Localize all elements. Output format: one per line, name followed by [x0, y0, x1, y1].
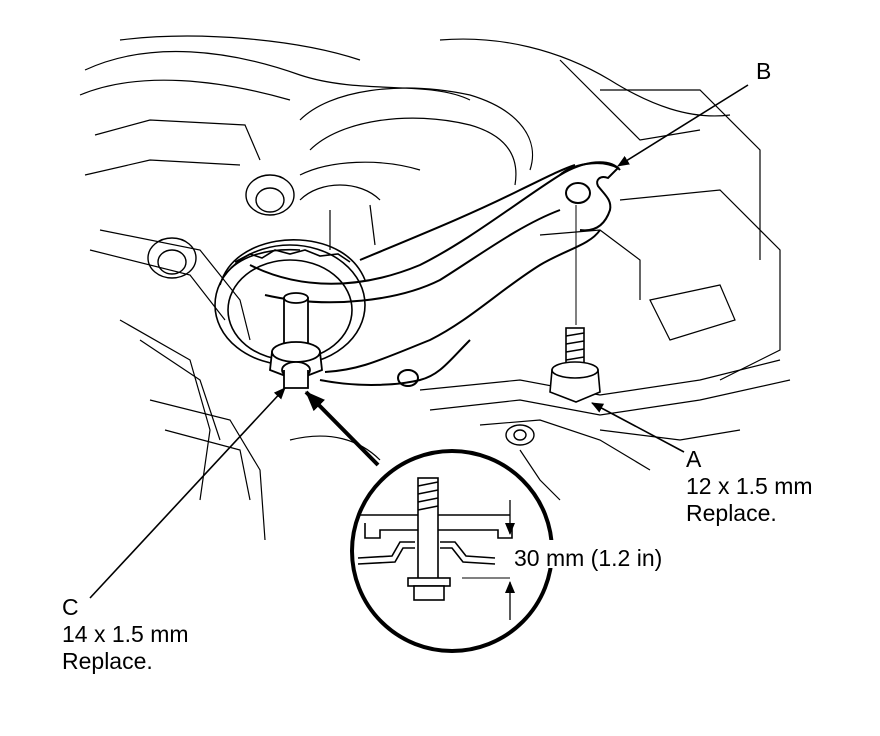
dimension-label: 30 mm (1.2 in) [514, 545, 663, 571]
upper-arm [249, 161, 621, 387]
callout-c-letter: C [62, 594, 79, 620]
chassis-background [79, 35, 791, 541]
callout-c-note: Replace. [62, 648, 153, 674]
callout-a-letter: A [686, 446, 702, 472]
detail-view [350, 449, 560, 653]
callout-a-size: 12 x 1.5 mm [686, 473, 813, 499]
callout-b-letter: B [756, 58, 772, 84]
callout-c-size: 14 x 1.5 mm [62, 621, 189, 647]
bolt-a [549, 205, 601, 403]
leader-lines [89, 84, 749, 599]
callout-a-note: Replace. [686, 500, 777, 526]
bolt-c [269, 292, 323, 389]
leader-c [89, 387, 286, 599]
leader-a [591, 402, 685, 453]
callout-c: C 14 x 1.5 mm Replace. [62, 594, 189, 675]
callout-a: A 12 x 1.5 mm Replace. [686, 446, 813, 527]
leader-b [617, 84, 749, 167]
callout-b: B [756, 58, 771, 85]
detail-pointer [304, 390, 380, 467]
